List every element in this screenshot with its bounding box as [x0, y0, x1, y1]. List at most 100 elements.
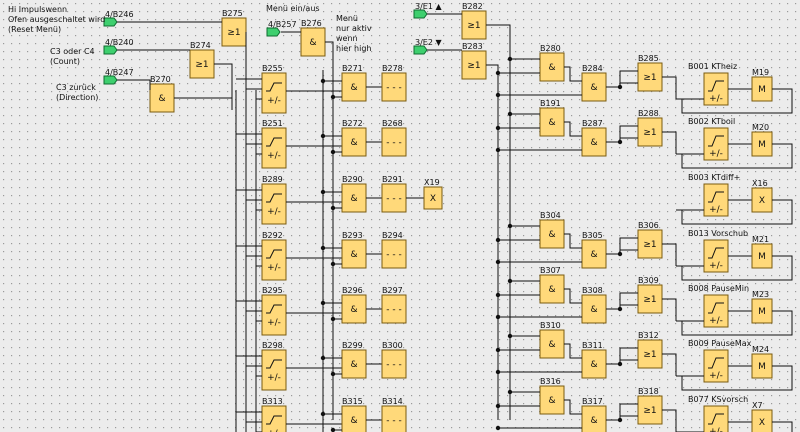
row-6-amp-label: B009 PauseMax	[688, 339, 752, 348]
wire	[214, 63, 233, 110]
row-3-amp-label: B003 KTdiff+	[688, 173, 740, 182]
row-6-and-b-symbol: &	[590, 360, 597, 370]
row-3-counter-edge	[266, 193, 282, 203]
row-1-delay-symbol: - - -	[386, 83, 401, 93]
block-b270	[149, 83, 175, 113]
row-5-and-symbol: &	[350, 305, 357, 315]
row-7-output-symbol: X	[759, 418, 765, 428]
input-b240-connector	[103, 45, 118, 55]
row-2-counter-label: B251	[262, 119, 283, 128]
wire	[606, 347, 638, 365]
wire	[662, 243, 677, 266]
row-4-or-symbol: ≥1	[643, 240, 656, 250]
row-2-delay-symbol: - - -	[386, 138, 401, 148]
row-2-delay	[381, 127, 407, 157]
row-5-amp	[703, 294, 729, 328]
row-5-amp-edge	[708, 302, 724, 314]
input-b247-connector	[103, 75, 118, 85]
junction-dot	[495, 237, 501, 243]
row-7-and-b	[581, 405, 607, 432]
junction-dot	[507, 389, 513, 395]
row-1-and-b-symbol: &	[590, 83, 597, 93]
row-4-counter-symbol: +/-	[267, 263, 281, 273]
wire	[662, 409, 677, 432]
row-4-and-b	[581, 239, 607, 269]
junction-dot	[320, 411, 326, 417]
wire	[564, 399, 582, 415]
wire	[619, 249, 638, 254]
junction-dot	[330, 205, 336, 211]
note-b247-1: (Direction)	[56, 93, 98, 102]
row-3-delay-symbol: - - -	[386, 194, 401, 204]
junction-dot	[320, 133, 326, 139]
junction-dot	[495, 403, 501, 409]
row-2-delay-label: B268	[382, 119, 403, 128]
row-1-delay-label: B278	[382, 64, 403, 73]
row-2-amp-symbol: +/-	[709, 149, 723, 159]
row-7-counter-symbol: +/-	[267, 429, 281, 432]
row-1-counter	[261, 72, 287, 114]
row-1-and-symbol: &	[350, 83, 357, 93]
row-1-amp-edge	[708, 80, 724, 92]
row-2-and-a-symbol: &	[548, 118, 555, 128]
row-4-amp-edge	[708, 247, 724, 259]
note-b246-1: Ofen ausgeschaltet wird	[8, 15, 105, 24]
row-5-or-label: B309	[638, 276, 659, 285]
row-1-counter-label: B255	[262, 64, 283, 73]
block-b276	[300, 27, 326, 57]
row-3-delay-label: B291	[382, 175, 403, 184]
row-1-and-b-label: B284	[582, 64, 603, 73]
input-b240-id: 4/B240	[105, 38, 134, 47]
block-b283	[461, 50, 487, 80]
row-5-and-b-label: B308	[582, 286, 603, 295]
block-b282-label: B282	[462, 2, 483, 11]
row-5-or	[637, 284, 663, 314]
junction-dot	[330, 94, 336, 100]
row-5-delay	[381, 294, 407, 324]
row-5-counter-edge	[266, 304, 282, 314]
row-7-output-label: X7	[752, 401, 763, 410]
row-2-amp-label: B002 KTboil	[688, 117, 735, 126]
row-1-and-a-symbol: &	[548, 63, 555, 73]
row-6-counter	[261, 349, 287, 391]
row-6-and-label: B299	[342, 341, 363, 350]
row-3-counter	[261, 183, 287, 225]
row-2-counter	[261, 127, 287, 169]
row-7-counter-label: B313	[262, 397, 283, 406]
row-1-or-symbol: ≥1	[643, 73, 656, 83]
wire	[564, 343, 582, 359]
input-b247-id: 4/B247	[105, 68, 134, 77]
row-2-or-label: B288	[638, 109, 659, 118]
row-4-or-label: B306	[638, 221, 659, 230]
row-4-and-b-label: B305	[582, 231, 603, 240]
row-2-counter-symbol: +/-	[267, 151, 281, 161]
block-b274	[189, 49, 215, 79]
junction-dot	[507, 333, 513, 339]
row-5-counter	[261, 294, 287, 336]
row-5-and-a	[539, 274, 565, 304]
row-7-amp-symbol: +/-	[709, 427, 723, 432]
row-7-amp-label: B077 KSvorsch	[688, 395, 748, 404]
row-2-counter-edge	[266, 137, 282, 147]
junction-dot	[495, 314, 501, 320]
junction-dot	[330, 371, 336, 377]
junction-dot	[320, 245, 326, 251]
row-7-and-a-label: B316	[540, 377, 561, 386]
row-6-and-a	[539, 329, 565, 359]
wire	[681, 310, 793, 336]
row-4-and-b-symbol: &	[590, 250, 597, 260]
row-4-output-label: M21	[752, 235, 769, 244]
row-3-output-symbol: X	[759, 196, 765, 206]
wire	[564, 288, 582, 304]
row-4-delay-label: B294	[382, 231, 403, 240]
row-6-or	[637, 339, 663, 369]
junction-dot	[320, 189, 326, 195]
row-4-amp-label: B013 Vorschub	[688, 229, 748, 238]
row-6-counter-symbol: +/-	[267, 373, 281, 383]
row-6-delay-symbol: - - -	[386, 360, 401, 370]
row-3-and	[341, 183, 367, 213]
row-7-and	[341, 405, 367, 432]
row-7-or	[637, 395, 663, 425]
wire	[681, 365, 793, 391]
block-b274-label: B274	[190, 41, 211, 50]
